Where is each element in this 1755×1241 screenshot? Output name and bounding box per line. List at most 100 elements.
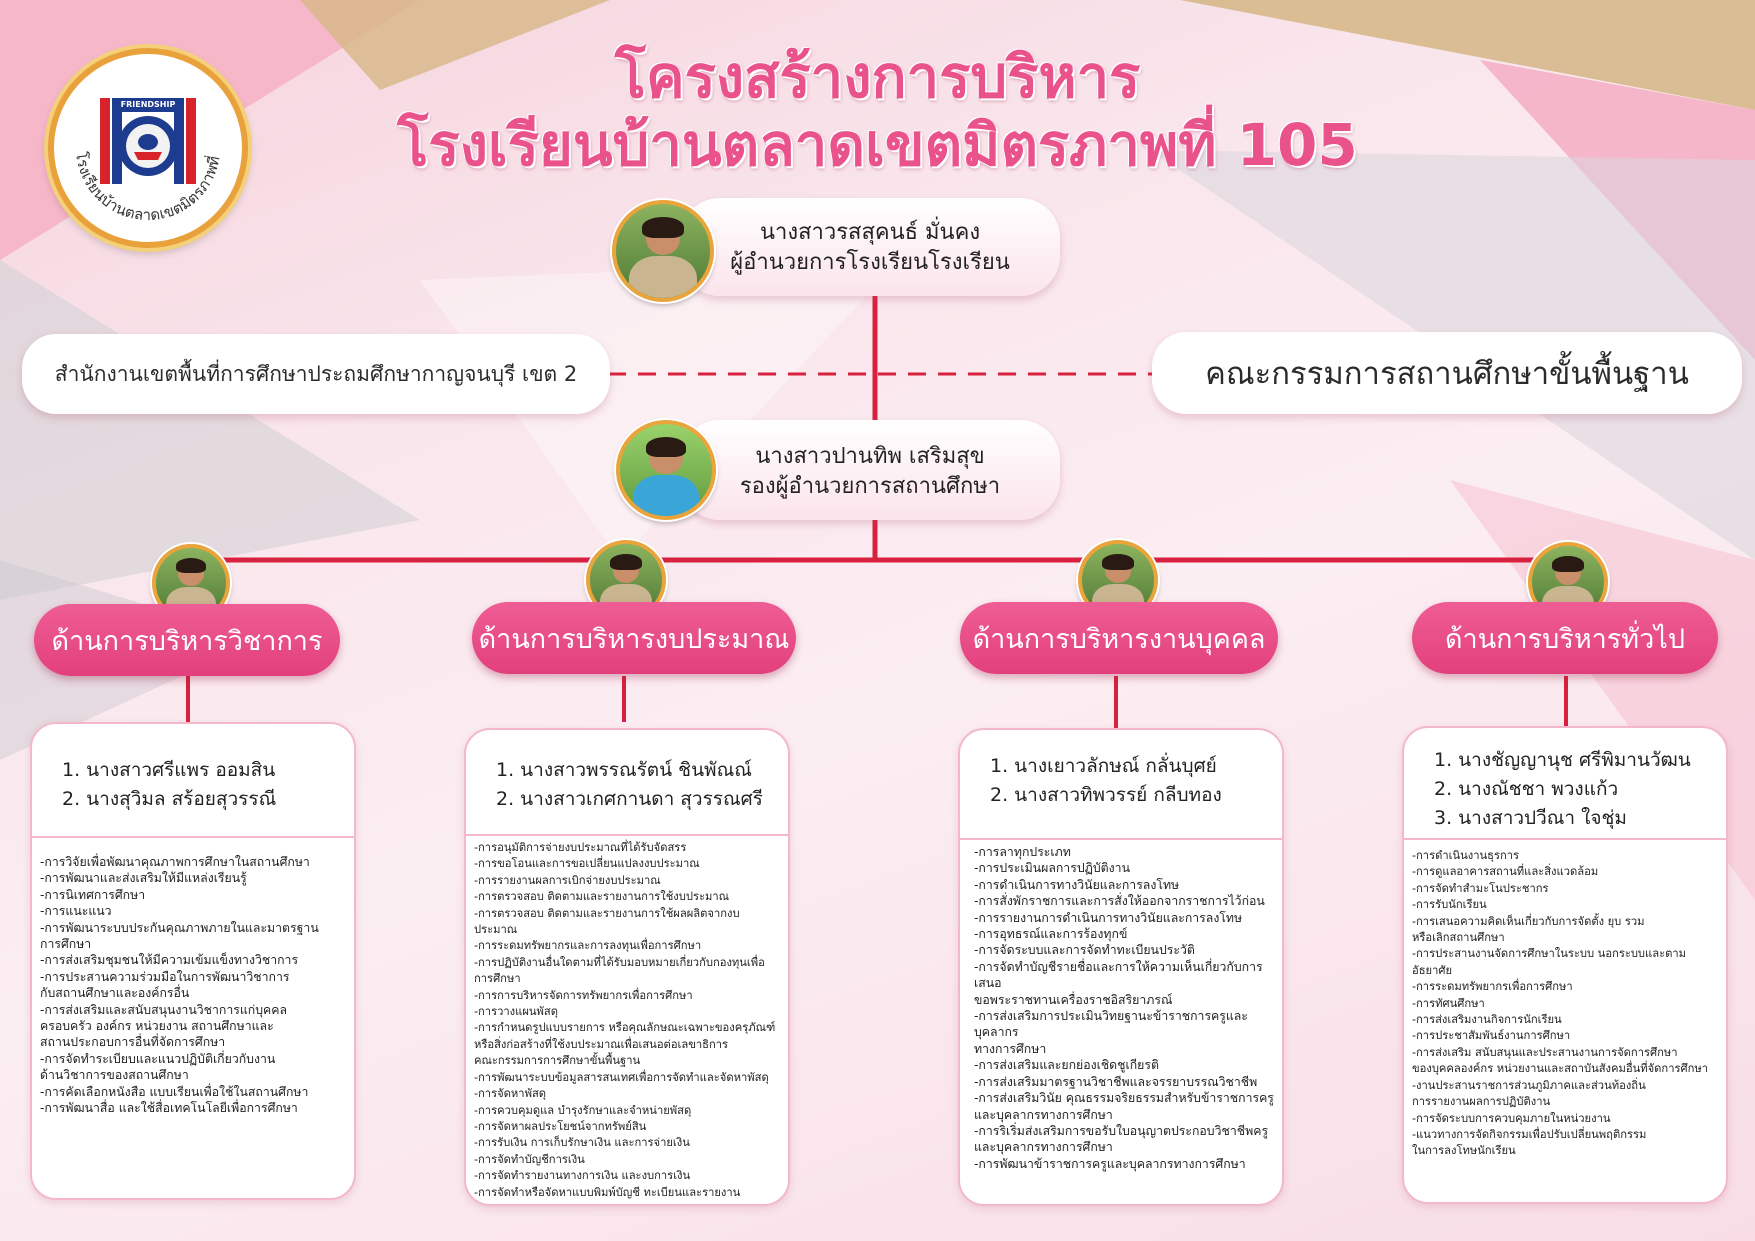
dept-academic-card: 1. นางสาวศรีแพร ออมสิน 2. นางสุวิมล สร้อ… [30, 722, 356, 1200]
school-committee-label: คณะกรรมการสถานศึกษาขั้นพื้นฐาน [1205, 356, 1689, 392]
duty-item: และบุคลากรทางการศึกษา [974, 1140, 1113, 1155]
school-logo: FRIENDSHIP โรงเรียนบ้านตลาดเขตมิตรภาพที่… [48, 48, 248, 248]
duty-item: -การประเมินผลการปฏิบัติงาน [974, 861, 1130, 876]
duty-item: -การส่งเสริมการประเมินวิทยฐานะข้าราชการค… [974, 1009, 1248, 1040]
duty-item: -การส่งเสริมและยกย่องเชิดชูเกียรติ [974, 1058, 1159, 1073]
duty-item: -การรับนักเรียน [1412, 898, 1487, 912]
duty-item: -การส่งเสริมวินัย คุณธรรมจริยธรรมสำหรับข… [974, 1091, 1274, 1106]
duty-item: -การรายงานการดำเนินการทางวินัยและการลงโท… [974, 910, 1243, 925]
duty-item: -การเสนอความคิดเห็นเกี่ยวกับการจัดตั้ง ย… [1412, 914, 1645, 928]
duty-item: -การพัฒนาสื่อ และใช้สื่อเทคโนโลยีเพื่อกา… [40, 1101, 298, 1116]
duty-item: -แนวทางการจัดกิจกรรมเพื่อปรับเปลี่ยนพฤติ… [1412, 1127, 1647, 1141]
duty-item: การศึกษา [474, 972, 521, 986]
deputy-position: รองผู้อำนวยการสถานศึกษา [739, 474, 1001, 499]
duty-item: สถานประกอบการอื่นที่จัดการศึกษา [40, 1035, 226, 1050]
logo-ring: โรงเรียนบ้านตลาดเขตมิตรภาพที่ 105 [54, 54, 224, 224]
duty-item: -การดำเนินการทางวินัยและการลงโทษ [974, 877, 1180, 892]
duty-item: -การทัศนศึกษา [1412, 996, 1485, 1010]
logo-banner-text: FRIENDSHIP [120, 100, 176, 109]
member: 1. นางเยาวลักษณ์ กลั่นบุศย์ [990, 755, 1217, 777]
duty-item: -การอนุมัติการจ่ายงบประมาณที่ได้รับจัดสร… [474, 841, 687, 854]
dept-academic: ด้านการบริหารวิชาการ [34, 604, 340, 676]
duty-item: -การระดมทรัพยากรและการลงทุนเพื่อการศึกษา [474, 939, 702, 953]
duty-item: -การส่งเสริมงานกิจการนักเรียน [1412, 1013, 1562, 1027]
duty-item: -การสั่งพักราชการและการสั่งให้ออกจากราชก… [974, 894, 1265, 909]
duty-item: -การส่งเสริมมาตรฐานวิชาชีพและจรรยาบรรณวิ… [974, 1074, 1258, 1089]
duty-item: การรายงานผลการปฏิบัติงาน [1412, 1095, 1551, 1109]
duty-item: และบุคลากรทางการศึกษา [974, 1107, 1113, 1122]
duty-item: -การรายงานผลการเบิกจ่ายงบประมาณ [474, 873, 661, 887]
director-card: นางสาวรสสุคนธ์ มั่นคง ผู้อำนวยการโรงเรีย… [680, 198, 1060, 296]
duty-item: -การวิจัยเพื่อพัฒนาคุณภาพการศึกษาในสถานศ… [40, 855, 310, 869]
duty-item: -การดูแลอาคารสถานที่และสิ่งแวดล้อม [1412, 865, 1599, 879]
duty-item: -การกำหนดรูปแบบรายการ หรือคุณลักษณะเฉพาะ… [474, 1021, 776, 1035]
dept-general-duties: -การดำเนินงานธุรการ -การดูแลอาคารสถานที่แ… [1404, 840, 1726, 1160]
dept-general: ด้านการบริหารทั่วไป [1412, 602, 1718, 674]
duty-item: -การวางแผนพัสดุ [474, 1005, 559, 1019]
duty-item: -การจัดทำสำมะโนประชากร [1412, 881, 1549, 895]
duty-item: -การจัดทำบัญชีการเงิน [474, 1152, 585, 1166]
dept-budget-duties: -การอนุมัติการจ่ายงบประมาณที่ได้รับจัดสร… [466, 836, 788, 1201]
dept-personnel: ด้านการบริหารงานบุคคล [960, 602, 1278, 674]
duty-item: -การประชาสัมพันธ์งานการศึกษา [1412, 1029, 1571, 1043]
duty-item: คณะกรรมการการศึกษาขั้นพื้นฐาน [474, 1054, 641, 1068]
dept-budget: ด้านการบริหารงบประมาณ [472, 602, 796, 674]
dept-personnel-members: 1. นางเยาวลักษณ์ กลั่นบุศย์ 2. นางสาวทิพ… [960, 730, 1282, 840]
school-emblem-icon [98, 94, 198, 186]
dept-personnel-duties: -การลาทุกประเภท -การประเมินผลการปฏิบัติงา… [960, 840, 1282, 1172]
duty-item: -การริเริ่มส่งเสริมการขอรับใบอนุญาตประกอ… [974, 1123, 1269, 1138]
duty-item: การศึกษา [40, 937, 92, 952]
duty-item: -งานประสานราชการส่วนภูมิภาคและส่วนท้องถิ… [1412, 1078, 1646, 1092]
duty-item: -การจัดทำหรือจัดหาแบบพิมพ์บัญชี ทะเบียนแ… [474, 1185, 741, 1199]
director-name: นางสาวรสสุคนธ์ มั่นคง [759, 220, 981, 245]
member: 2. นางสาวเกศกานดา สุวรรณศรี [496, 788, 763, 810]
duty-item: กับสถานศึกษาและองค์กรอื่น [40, 986, 190, 1001]
member: 2. นางณัชชา พวงแก้ว [1434, 778, 1619, 800]
dept-general-members: 1. นางชัญญานุช ศรีพิมานวัฒน 2. นางณัชชา … [1404, 728, 1726, 840]
duty-item: -การประสานความร่วมมือในการพัฒนาวิชาการ [40, 969, 290, 984]
duty-item: ครอบครัว องค์กร หน่วยงาน สถานศึกษาและ [40, 1019, 274, 1034]
dept-budget-members: 1. นางสาวพรรณรัตน์ ชินพัณณ์ 2. นางสาวเกศ… [466, 730, 788, 836]
duty-item: -การพัฒนาข้าราชการครูและบุคลากรทางการศึก… [974, 1156, 1246, 1171]
duty-item: -การตรวจสอบ ติดตามและรายงานการใช้งบประมา… [474, 890, 730, 904]
duty-item: -การการบริหารจัดการทรัพยากรเพื่อการศึกษา [474, 988, 693, 1002]
school-committee-box: คณะกรรมการสถานศึกษาขั้นพื้นฐาน [1152, 332, 1742, 414]
deputy-card: นางสาวปานทิพ เสริมสุข รองผู้อำนวยการสถาน… [680, 420, 1060, 520]
duty-item: -การนิเทศการศึกษา [40, 887, 146, 902]
duty-item: -การจัดทำบัญชีรายชื่อและการให้ความเห็นเก… [974, 959, 1263, 991]
page-title-line2: โรงเรียนบ้านตลาดเขตมิตรภาพที่ 105 [397, 111, 1358, 179]
duty-item: -การควบคุมดูแล บำรุงรักษาและจำหน่ายพัสดุ [474, 1103, 692, 1117]
member: 1. นางชัญญานุช ศรีพิมานวัฒน [1434, 749, 1691, 771]
duty-item: -การคัดเลือกหนังสือ แบบเรียนเพื่อใช้ในสถ… [40, 1084, 309, 1099]
district-office-box: สำนักงานเขตพื้นที่การศึกษาประถมศึกษากาญจ… [22, 334, 610, 414]
duty-item: หรือเลิกสถานศึกษา [1412, 931, 1505, 945]
duty-item: -การแนะแนว [40, 904, 112, 919]
member: 2. นางสาวทิพวรรย์ กลีบทอง [990, 784, 1222, 806]
duty-item: -การลาทุกประเภท [974, 845, 1071, 859]
director-position: ผู้อำนวยการโรงเรียนโรงเรียน [730, 250, 1010, 275]
duty-item: -การอุทธรณ์และการร้องทุกข์ [974, 927, 1128, 942]
duty-item: -การประสานงานจัดการศึกษาในระบบ นอกระบบแล… [1412, 947, 1687, 977]
member: 3. นางสาวปวีณา ใจชุ่ม [1434, 807, 1627, 829]
duty-item: -การจัดหาพัสดุ [474, 1087, 547, 1101]
member: 2. นางสุวิมล สร้อยสุวรรณี [62, 788, 277, 810]
duty-item: -การจัดทำรายงานทางการเงิน และงบการเงิน [474, 1169, 691, 1183]
duty-item: ทางการศึกษา [974, 1041, 1047, 1056]
duty-item: ขอพระราชทานเครื่องราชอิสริยาภรณ์ [974, 992, 1173, 1007]
duty-item: -การตรวจสอบ ติดตามและรายงานการใช้ผลผลิตจ… [474, 906, 740, 937]
duty-item: -การส่งเสริมและสนับสนุนงานวิชาการแก่บุคค… [40, 1002, 288, 1017]
member: 1. นางสาวพรรณรัตน์ ชินพัณณ์ [496, 759, 752, 781]
member: 1. นางสาวศรีแพร ออมสิน [62, 759, 276, 781]
duty-item: -การส่งเสริมชุมชนให้มีความเข้มแข็งทางวิช… [40, 953, 299, 968]
duty-item: -การจัดทำระเบียบและแนวปฏิบัติเกี่ยวกับงา… [40, 1051, 276, 1066]
duty-item: -การจัดระบบและการจัดทำทะเบียนประวัติ [974, 943, 1195, 958]
dept-academic-members: 1. นางสาวศรีแพร ออมสิน 2. นางสุวิมล สร้อ… [32, 724, 354, 838]
duty-item: -การดำเนินงานธุรการ [1412, 849, 1520, 862]
duty-item: -การขอโอนและการขอเปลี่ยนแปลงงบประมาณ [474, 857, 700, 871]
duty-item: -การจัดหาผลประโยชน์จากทรัพย์สิน [474, 1119, 647, 1133]
director-photo [612, 200, 714, 302]
dept-budget-card: 1. นางสาวพรรณรัตน์ ชินพัณณ์ 2. นางสาวเกศ… [464, 728, 790, 1206]
duty-item: -การพัฒนาและส่งเสริมให้มีแหล่งเรียนรู้ [40, 871, 247, 886]
duty-item: -การส่งเสริม สนับสนุนและประสานงานการจัดก… [1412, 1045, 1678, 1059]
page-title-line1: โครงสร้างการบริหาร [614, 43, 1141, 111]
